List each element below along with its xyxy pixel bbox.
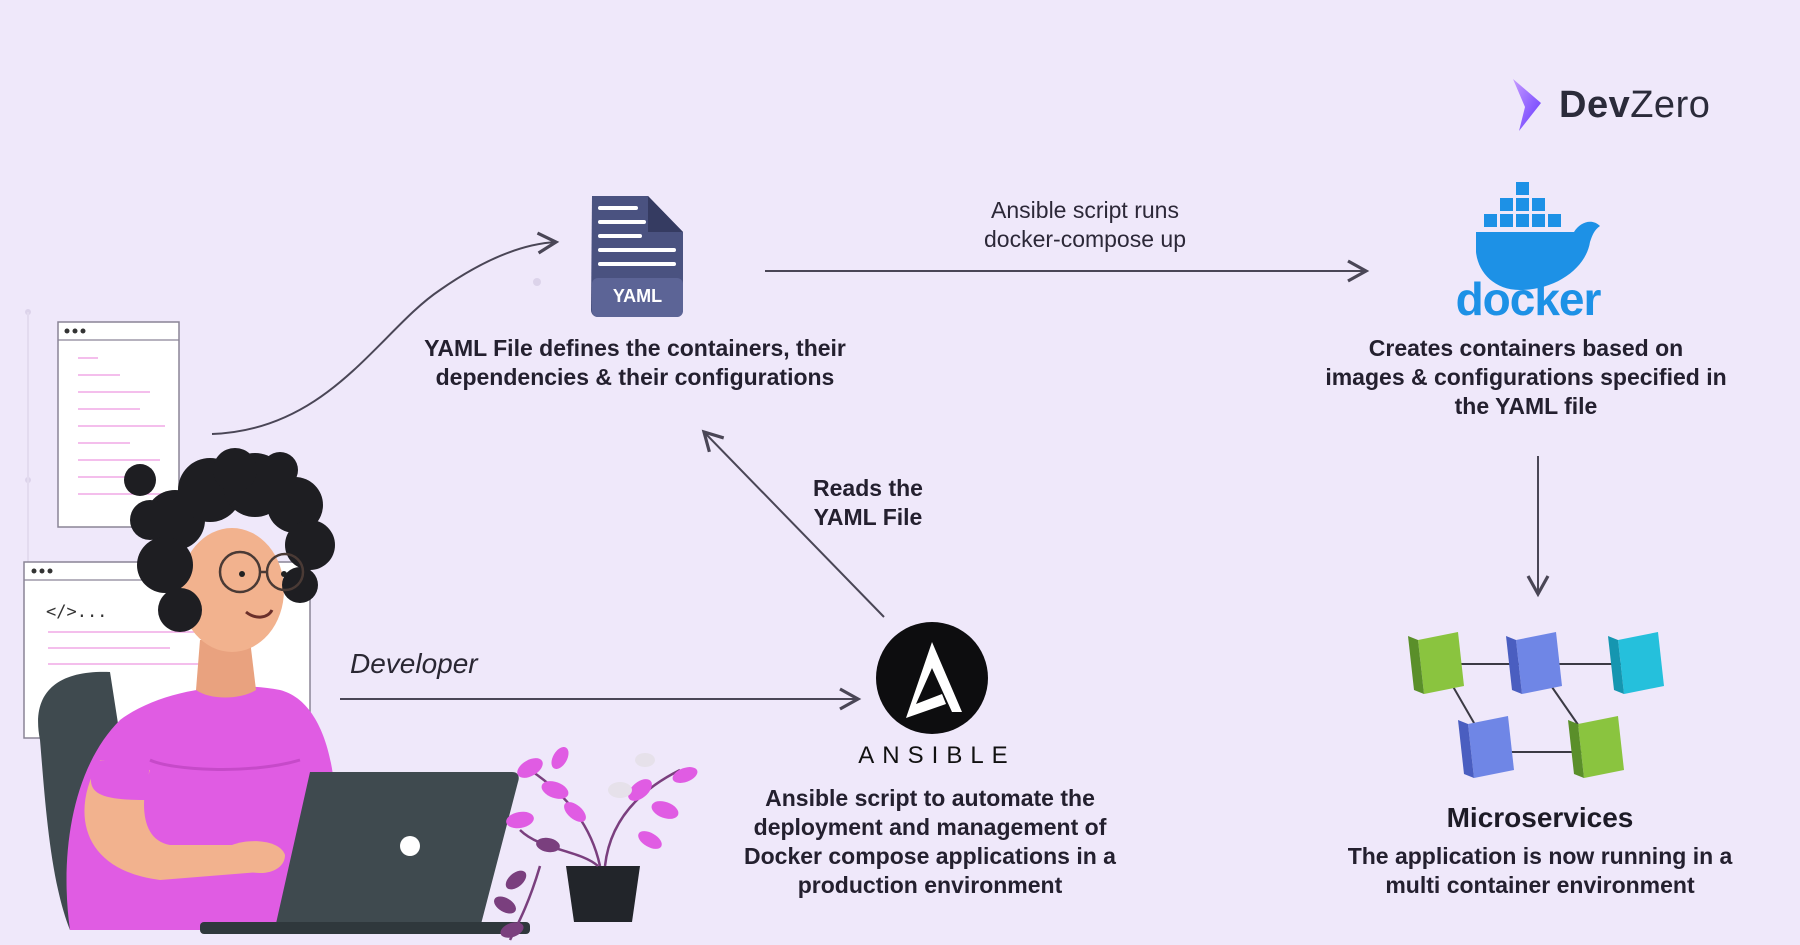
cube-cyan [1608,632,1664,694]
arrow-ansible-to-yaml [701,429,885,618]
developer-label: Developer [350,648,478,679]
browser-window-icon [57,321,180,528]
brand-name: DevZero [1559,83,1711,126]
ansible-logo-icon [876,622,988,734]
arrow-developer-to-yaml [211,231,560,435]
code-tag-text: </>... [46,602,108,622]
laptop-icon [200,772,530,934]
docker-caption: Creates containers based on images & con… [1325,335,1727,419]
arrow-label-compose-up: Ansible script runs docker-compose up [984,197,1186,252]
microservices-caption: The application is now running in a mult… [1347,843,1733,898]
plant-icon [494,747,698,941]
brand-logo: DevZero [1505,70,1710,140]
yaml-file-icon [591,196,683,317]
docker-wordmark: docker [1455,273,1602,325]
ansible-wordmark: ANSIBLE [858,742,1016,769]
cube-green-2 [1568,716,1624,778]
cube-blue-1 [1506,632,1562,694]
microservices-title: Microservices [1446,802,1634,833]
developer-illustration [38,448,336,930]
docker-whale-icon [1476,182,1600,290]
microservices-network-icon [1408,632,1664,778]
yaml-icon-label: YAML [612,286,663,306]
arrow-label-reads-yaml: Reads the YAML File [813,475,923,530]
cube-blue-2 [1458,716,1514,778]
ansible-caption: Ansible script to automate the deploymen… [744,785,1116,898]
yaml-caption: YAML File defines the containers, their … [424,335,846,390]
devzero-logo-icon [1513,79,1541,131]
cube-green-1 [1408,632,1464,694]
